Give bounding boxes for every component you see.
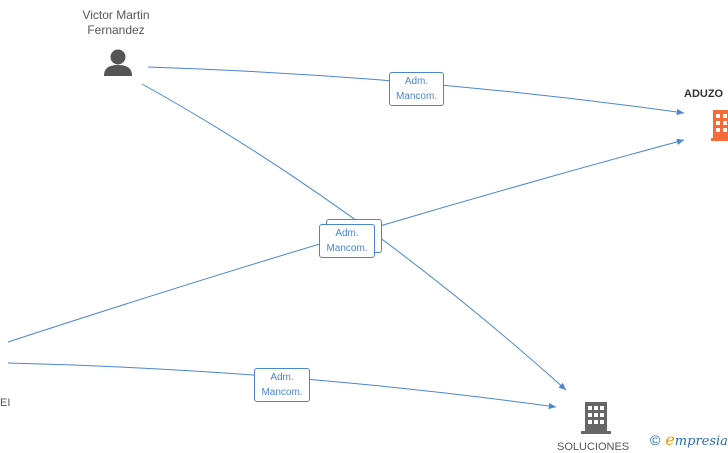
person-name[interactable]: Victor Martin Fernandez [82,8,150,37]
brand-logo: empresia [665,430,728,449]
relation-role: Adm. [404,76,429,87]
company-name-soluciones[interactable]: SOLUCIONES [557,441,630,453]
relation-badge[interactable]: Adm. Mancom. [389,72,444,106]
person-icon[interactable] [104,49,132,77]
relation-type: Mancom. [395,91,438,102]
building-icon[interactable] [581,402,611,434]
relation-type: Mancom. [326,243,368,254]
footer-brand[interactable]: ©empresia [650,430,728,449]
relation-badge[interactable]: Adm. Mancom. [319,224,375,258]
relation-badge[interactable]: Adm. Mancom. [254,368,310,402]
relation-role: Adm. [270,372,294,383]
copyright-symbol: © [650,432,661,448]
building-icon[interactable] [711,110,728,141]
partial-node-label: EI [0,397,11,409]
company-name-aduzo[interactable]: ADUZO [684,88,724,100]
relation-type: Mancom. [261,387,303,398]
relation-role: Adm. [335,228,359,239]
